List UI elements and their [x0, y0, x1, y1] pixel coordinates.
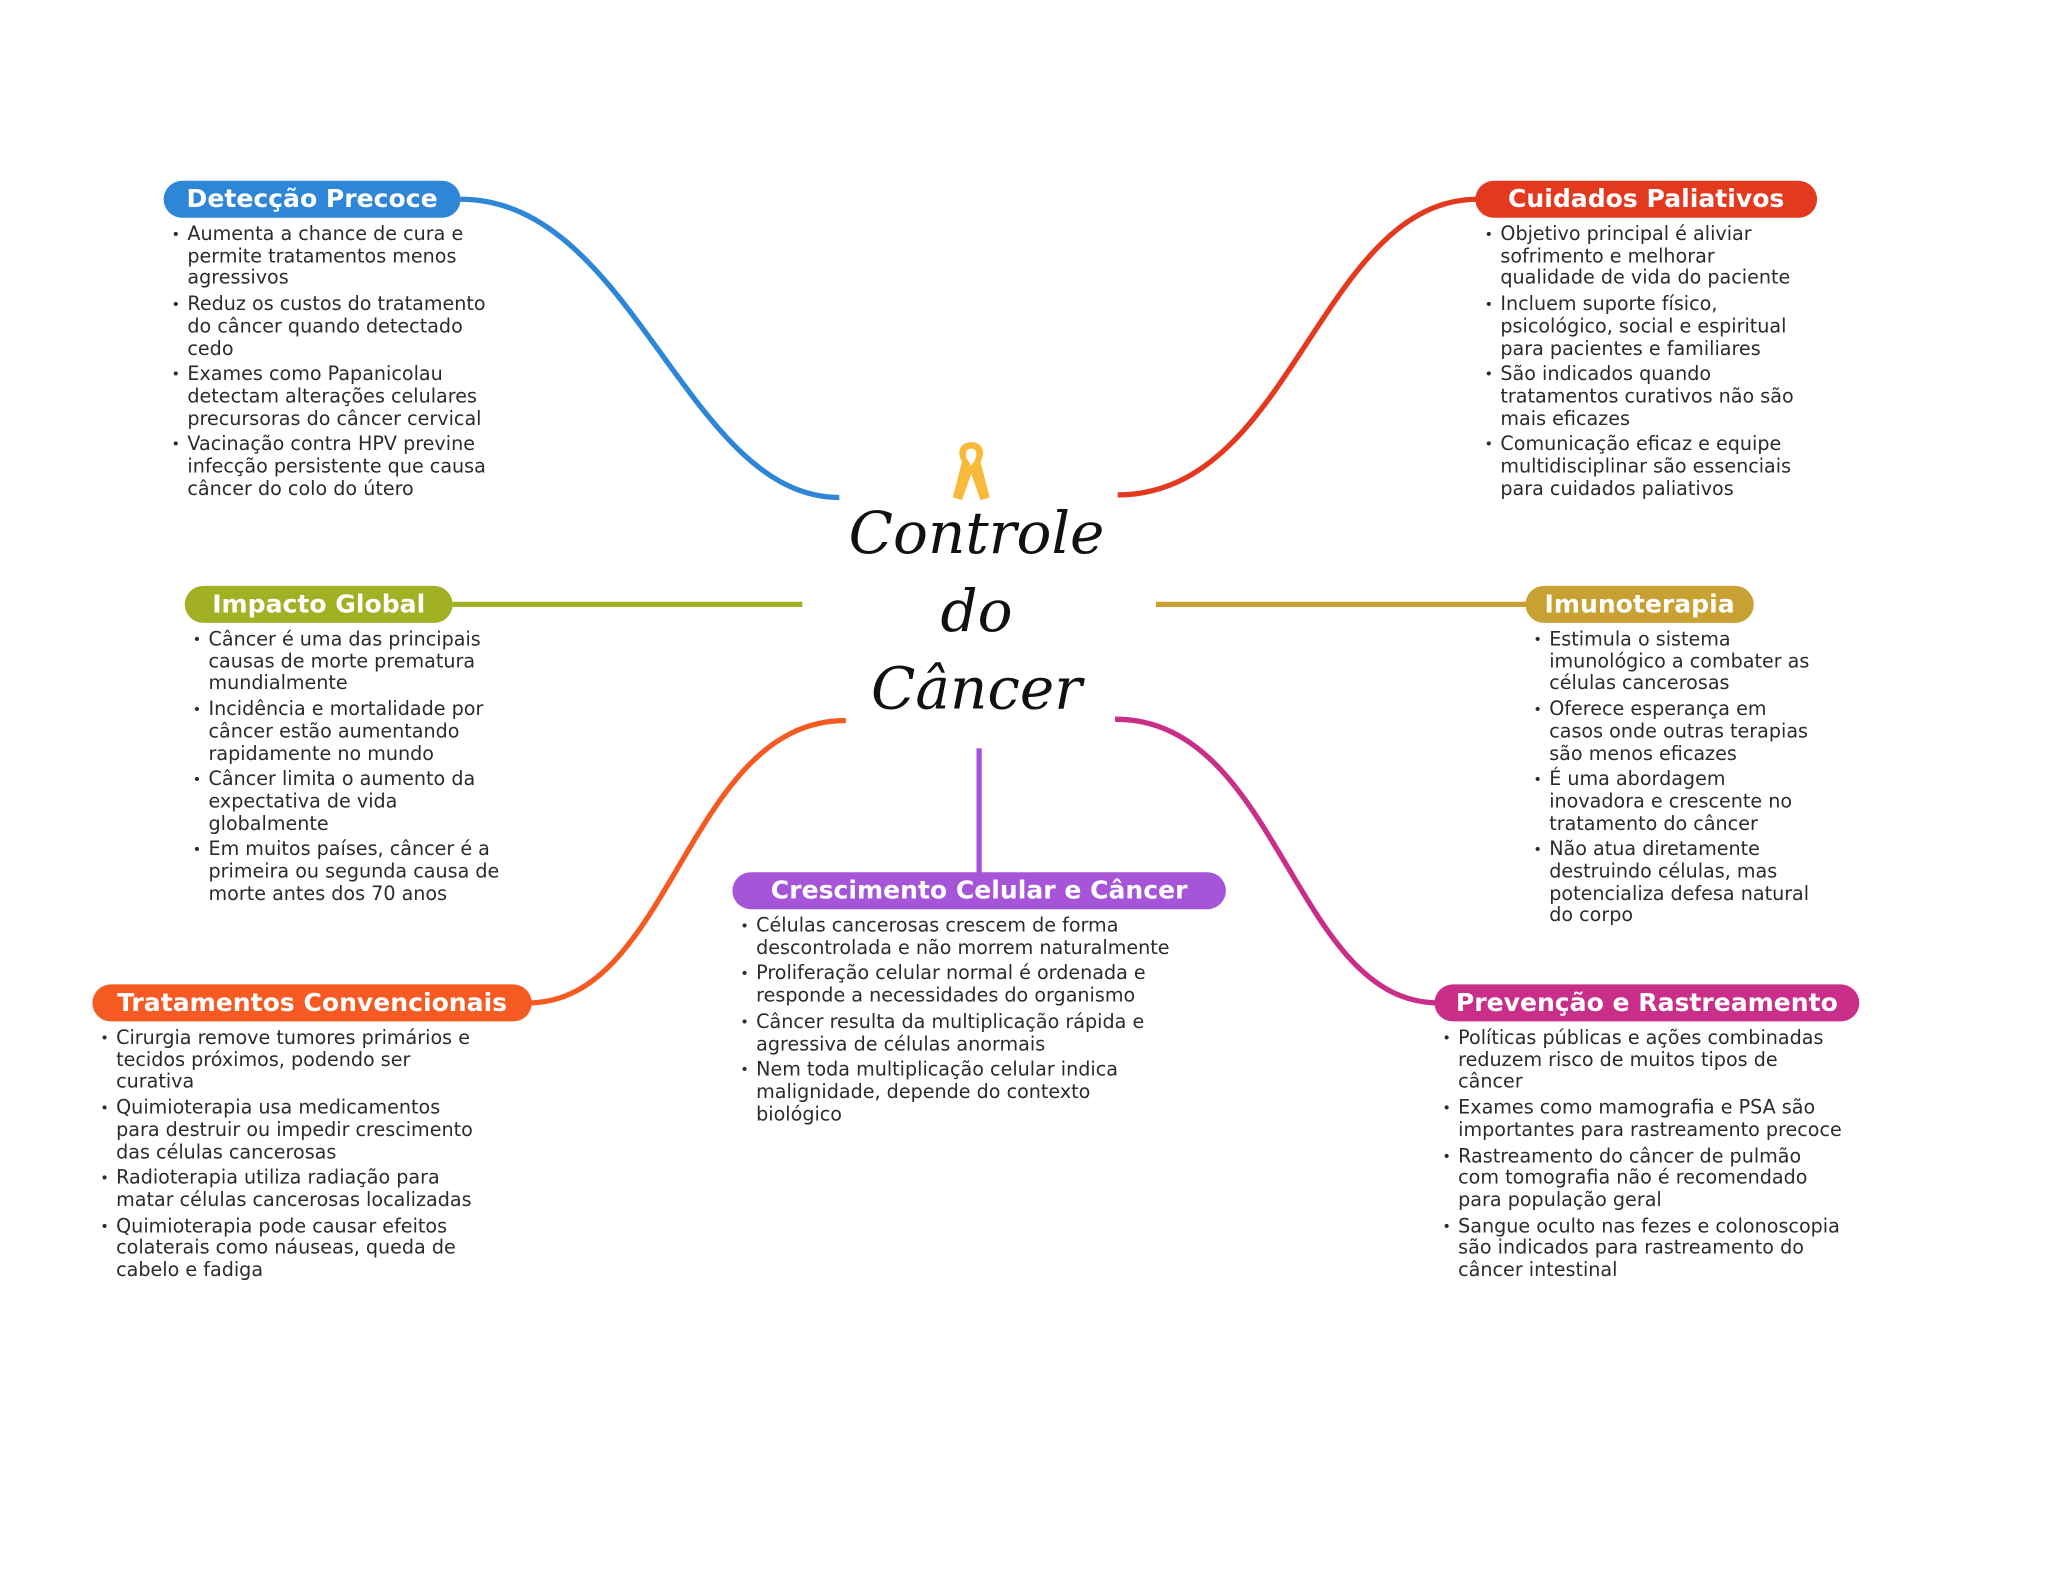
list-item: Reduz os custos do tratamento do câncer …	[172, 294, 489, 360]
list-item: Proliferação celular normal é ordenada e…	[740, 964, 1175, 1008]
branch-deteccao-precoce[interactable]: Detecção Precoce	[163, 180, 461, 218]
list-item: Incluem suporte físico, psicológico, soc…	[1485, 294, 1815, 360]
connector-tratamentos	[527, 717, 846, 1006]
title-line: Câncer	[870, 655, 1083, 724]
list-item: Políticas públicas e ações combinadas re…	[1442, 1028, 1844, 1094]
crescimento-list: Células cancerosas crescem de forma desc…	[740, 916, 1175, 1130]
connector-prevencao	[1115, 716, 1439, 1006]
list-item: Quimioterapia pode causar efeitos colate…	[100, 1216, 489, 1282]
title-line: do	[940, 577, 1013, 646]
connector-deteccao	[460, 196, 840, 501]
connector-cuidados	[1117, 196, 1478, 498]
list-item: Câncer resulta da multiplicação rápida e…	[740, 1012, 1175, 1056]
cuidados-list: Objetivo principal é aliviar sofrimento …	[1485, 224, 1815, 504]
branch-imunoterapia[interactable]: Imunoterapia	[1525, 585, 1754, 623]
central-topic: Controle do Câncer	[845, 495, 1109, 729]
list-item: Em muitos países, câncer é a primeira ou…	[193, 840, 510, 906]
list-item: Cirurgia remove tumores primários e teci…	[100, 1028, 489, 1094]
list-item: Exames como Papanicolau detectam alteraç…	[172, 364, 489, 430]
list-item: Células cancerosas crescem de forma desc…	[740, 916, 1175, 960]
impacto-list: Câncer é uma das principais causas de mo…	[193, 629, 510, 909]
list-item: Sangue oculto nas fezes e colonoscopia s…	[1442, 1216, 1844, 1282]
list-item: Quimioterapia usa medicamentos para dest…	[100, 1098, 489, 1164]
list-item: Comunicação eficaz e equipe multidiscipl…	[1485, 435, 1815, 501]
list-item: São indicados quando tratamentos curativ…	[1485, 364, 1815, 430]
branch-tratamentos-convencionais[interactable]: Tratamentos Convencionais	[92, 984, 532, 1022]
list-item: Oferece esperança em casos onde outras t…	[1533, 700, 1810, 766]
list-item: Câncer limita o aumento da expectativa d…	[193, 770, 510, 836]
list-item: Nem toda multiplicação celular indica ma…	[740, 1060, 1175, 1126]
list-item: Exames como mamografia e PSA são importa…	[1442, 1098, 1844, 1142]
prevencao-list: Políticas públicas e ações combinadas re…	[1442, 1028, 1844, 1286]
title-line: Controle	[848, 500, 1105, 568]
awareness-ribbon-icon	[952, 442, 990, 501]
list-item: Estimula o sistema imunológico a combate…	[1533, 629, 1810, 695]
list-item: É uma abordagem inovadora e crescente no…	[1533, 770, 1810, 836]
branch-impacto-global[interactable]: Impacto Global	[184, 585, 453, 623]
list-item: Objetivo principal é aliviar sofrimento …	[1485, 224, 1815, 290]
imuno-list: Estimula o sistema imunológico a combate…	[1533, 629, 1810, 931]
list-item: Incidência e mortalidade por câncer estã…	[193, 700, 510, 766]
list-item: Rastreamento do câncer de pulmão com tom…	[1442, 1146, 1844, 1212]
list-item: Aumenta a chance de cura e permite trata…	[172, 224, 489, 290]
list-item: Radioterapia utiliza radiação para matar…	[100, 1168, 489, 1212]
branch-cuidados-paliativos[interactable]: Cuidados Paliativos	[1475, 180, 1818, 218]
branch-crescimento-celular[interactable]: Crescimento Celular e Câncer	[732, 872, 1226, 910]
branch-prevencao-rastreamento[interactable]: Prevenção e Rastreamento	[1434, 984, 1860, 1022]
list-item: Câncer é uma das principais causas de mo…	[193, 629, 510, 695]
tratamentos-list: Cirurgia remove tumores primários e teci…	[100, 1028, 489, 1286]
list-item: Vacinação contra HPV previne infecção pe…	[172, 435, 489, 501]
deteccao-list: Aumenta a chance de cura e permite trata…	[172, 224, 489, 504]
list-item: Não atua diretamente destruindo células,…	[1533, 840, 1810, 928]
